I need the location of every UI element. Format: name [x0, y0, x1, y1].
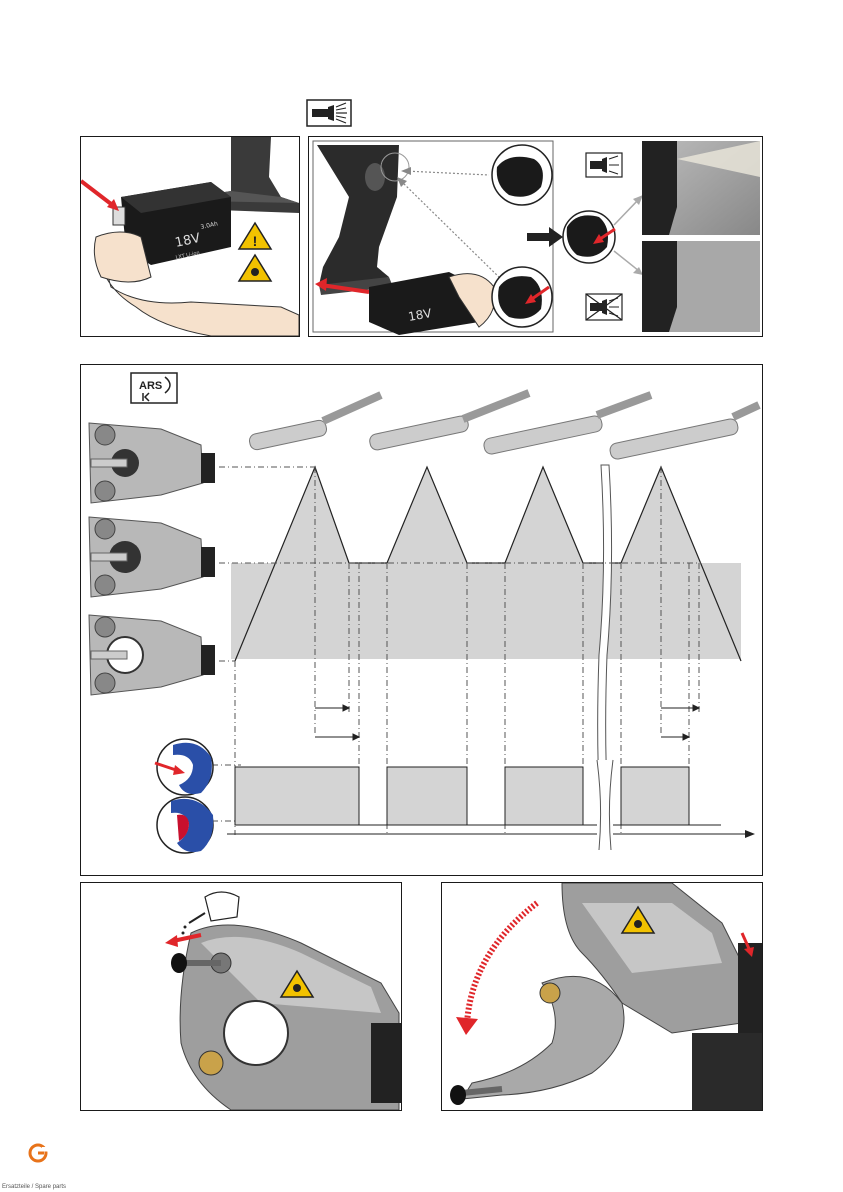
svg-text:!: !	[253, 233, 258, 249]
stroke-ramp-2	[387, 467, 467, 563]
ars-timing-diagram-panel: ARS	[80, 364, 763, 876]
trigger-released-icon	[157, 797, 213, 853]
hand-crush-icon	[239, 255, 271, 281]
footer-small-text: Ersatzteile / Spare parts	[2, 1184, 66, 1190]
light-on-icon	[586, 153, 622, 177]
flashlight-header-icon	[306, 99, 352, 127]
ars-badge: ARS	[131, 373, 177, 403]
pin-lubrication-panel	[80, 882, 402, 1111]
crimp-head-closed	[89, 423, 215, 503]
work-light-panel: 18V	[308, 136, 763, 337]
warning-icon: !	[239, 223, 271, 249]
trigger-pressed-icon	[155, 739, 213, 795]
battery-insert-panel: 18V 3.0Ah LXT Li-ion !	[80, 136, 300, 337]
ars-badge-label: ARS	[139, 380, 162, 392]
cable-lug-1	[248, 395, 381, 451]
light-off-icon	[586, 294, 622, 320]
cable-lug-4	[609, 405, 759, 460]
crimp-head-half	[89, 517, 215, 597]
head-opening-panel	[441, 882, 763, 1111]
stroke-ramp-3	[505, 467, 583, 563]
trigger-signal	[235, 767, 721, 825]
brand-logo-icon	[28, 1143, 48, 1163]
crimp-head-open	[89, 615, 215, 695]
